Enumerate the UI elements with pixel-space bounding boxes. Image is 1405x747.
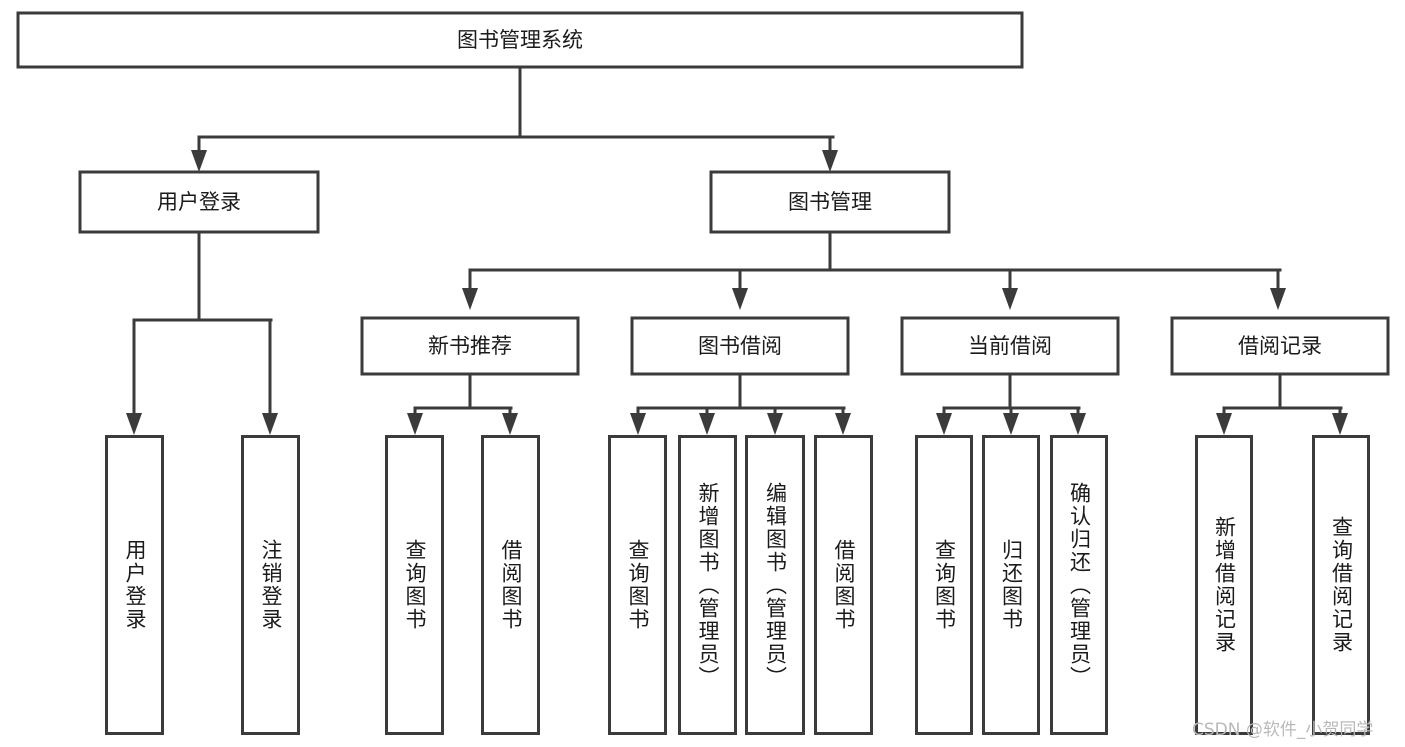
node-book-borrow-box — [630, 316, 850, 376]
node-borrow-record-label: 借阅记录 — [1238, 334, 1322, 358]
node-user-login[interactable]: 用户登录 — [78, 170, 320, 234]
leaf-label: 新增图书（管理员） — [696, 481, 720, 689]
connector-current-borrow-to-leaves — [936, 372, 1086, 435]
leaf-label: 借阅图书 — [832, 539, 856, 631]
leaf-label: 新增借阅记录 — [1212, 516, 1237, 654]
leaf-label: 查询图书 — [403, 539, 427, 631]
leaf-node-return-book[interactable]: 归还图书 — [982, 435, 1040, 735]
leaf-node-confirm-return[interactable]: 确认归还（管理员） — [1050, 435, 1108, 735]
leaf-label: 查询图书 — [932, 539, 957, 631]
leaf-node-borrow-book-2[interactable]: 借阅图书 — [814, 435, 873, 735]
leaf-label: 编辑图书（管理员） — [763, 481, 788, 689]
node-root-box — [16, 11, 1024, 69]
node-root[interactable]: 图书管理系统 — [16, 11, 1024, 69]
leaf-node-add-record[interactable]: 新增借阅记录 — [1195, 435, 1253, 735]
leaf-label: 注销登录 — [259, 539, 283, 631]
node-new-book-recommend[interactable]: 新书推荐 — [360, 316, 580, 376]
connector-book-borrow-to-leaves — [630, 372, 851, 435]
node-root-label: 图书管理系统 — [457, 28, 583, 52]
connector-new-book-recommend-to-leaves — [407, 372, 518, 435]
leaf-node-query-record[interactable]: 查询借阅记录 — [1312, 435, 1370, 735]
node-user-login-label: 用户登录 — [157, 190, 241, 214]
leaf-node-query-book-3[interactable]: 查询图书 — [915, 435, 973, 735]
connector-borrow-record-to-leaves — [1216, 372, 1348, 435]
node-book-borrow[interactable]: 图书借阅 — [630, 316, 850, 376]
leaf-node-query-book-2[interactable]: 查询图书 — [608, 435, 667, 735]
node-book-borrow-label: 图书借阅 — [698, 334, 782, 358]
node-new-book-recommend-box — [360, 316, 580, 376]
leaf-node-edit-book[interactable]: 编辑图书（管理员） — [745, 435, 805, 735]
node-book-manage[interactable]: 图书管理 — [709, 170, 951, 234]
leaf-label: 查询借阅记录 — [1329, 516, 1354, 654]
leaf-node-user-login[interactable]: 用户登录 — [105, 435, 164, 735]
node-new-book-recommend-label: 新书推荐 — [428, 334, 512, 358]
node-current-borrow[interactable]: 当前借阅 — [900, 316, 1120, 376]
node-borrow-record[interactable]: 借阅记录 — [1170, 316, 1390, 376]
leaf-node-user-logout[interactable]: 注销登录 — [241, 435, 300, 735]
leaf-label: 归还图书 — [999, 539, 1024, 631]
leaf-label: 用户登录 — [123, 539, 147, 631]
connector-root-to-level1 — [191, 65, 838, 172]
leaf-node-query-book-1[interactable]: 查询图书 — [385, 435, 444, 735]
leaf-label: 查询图书 — [626, 539, 650, 631]
leaf-node-add-book[interactable]: 新增图书（管理员） — [678, 435, 737, 735]
node-book-manage-label: 图书管理 — [788, 190, 872, 214]
node-current-borrow-label: 当前借阅 — [968, 334, 1052, 358]
leaf-label: 确认归还（管理员） — [1067, 481, 1092, 689]
connector-book-manage-to-level2 — [462, 230, 1286, 310]
node-current-borrow-box — [900, 316, 1120, 376]
leaf-label: 借阅图书 — [499, 539, 523, 631]
connector-user-login-to-leaves — [126, 230, 278, 435]
leaf-node-borrow-book-1[interactable]: 借阅图书 — [481, 435, 540, 735]
